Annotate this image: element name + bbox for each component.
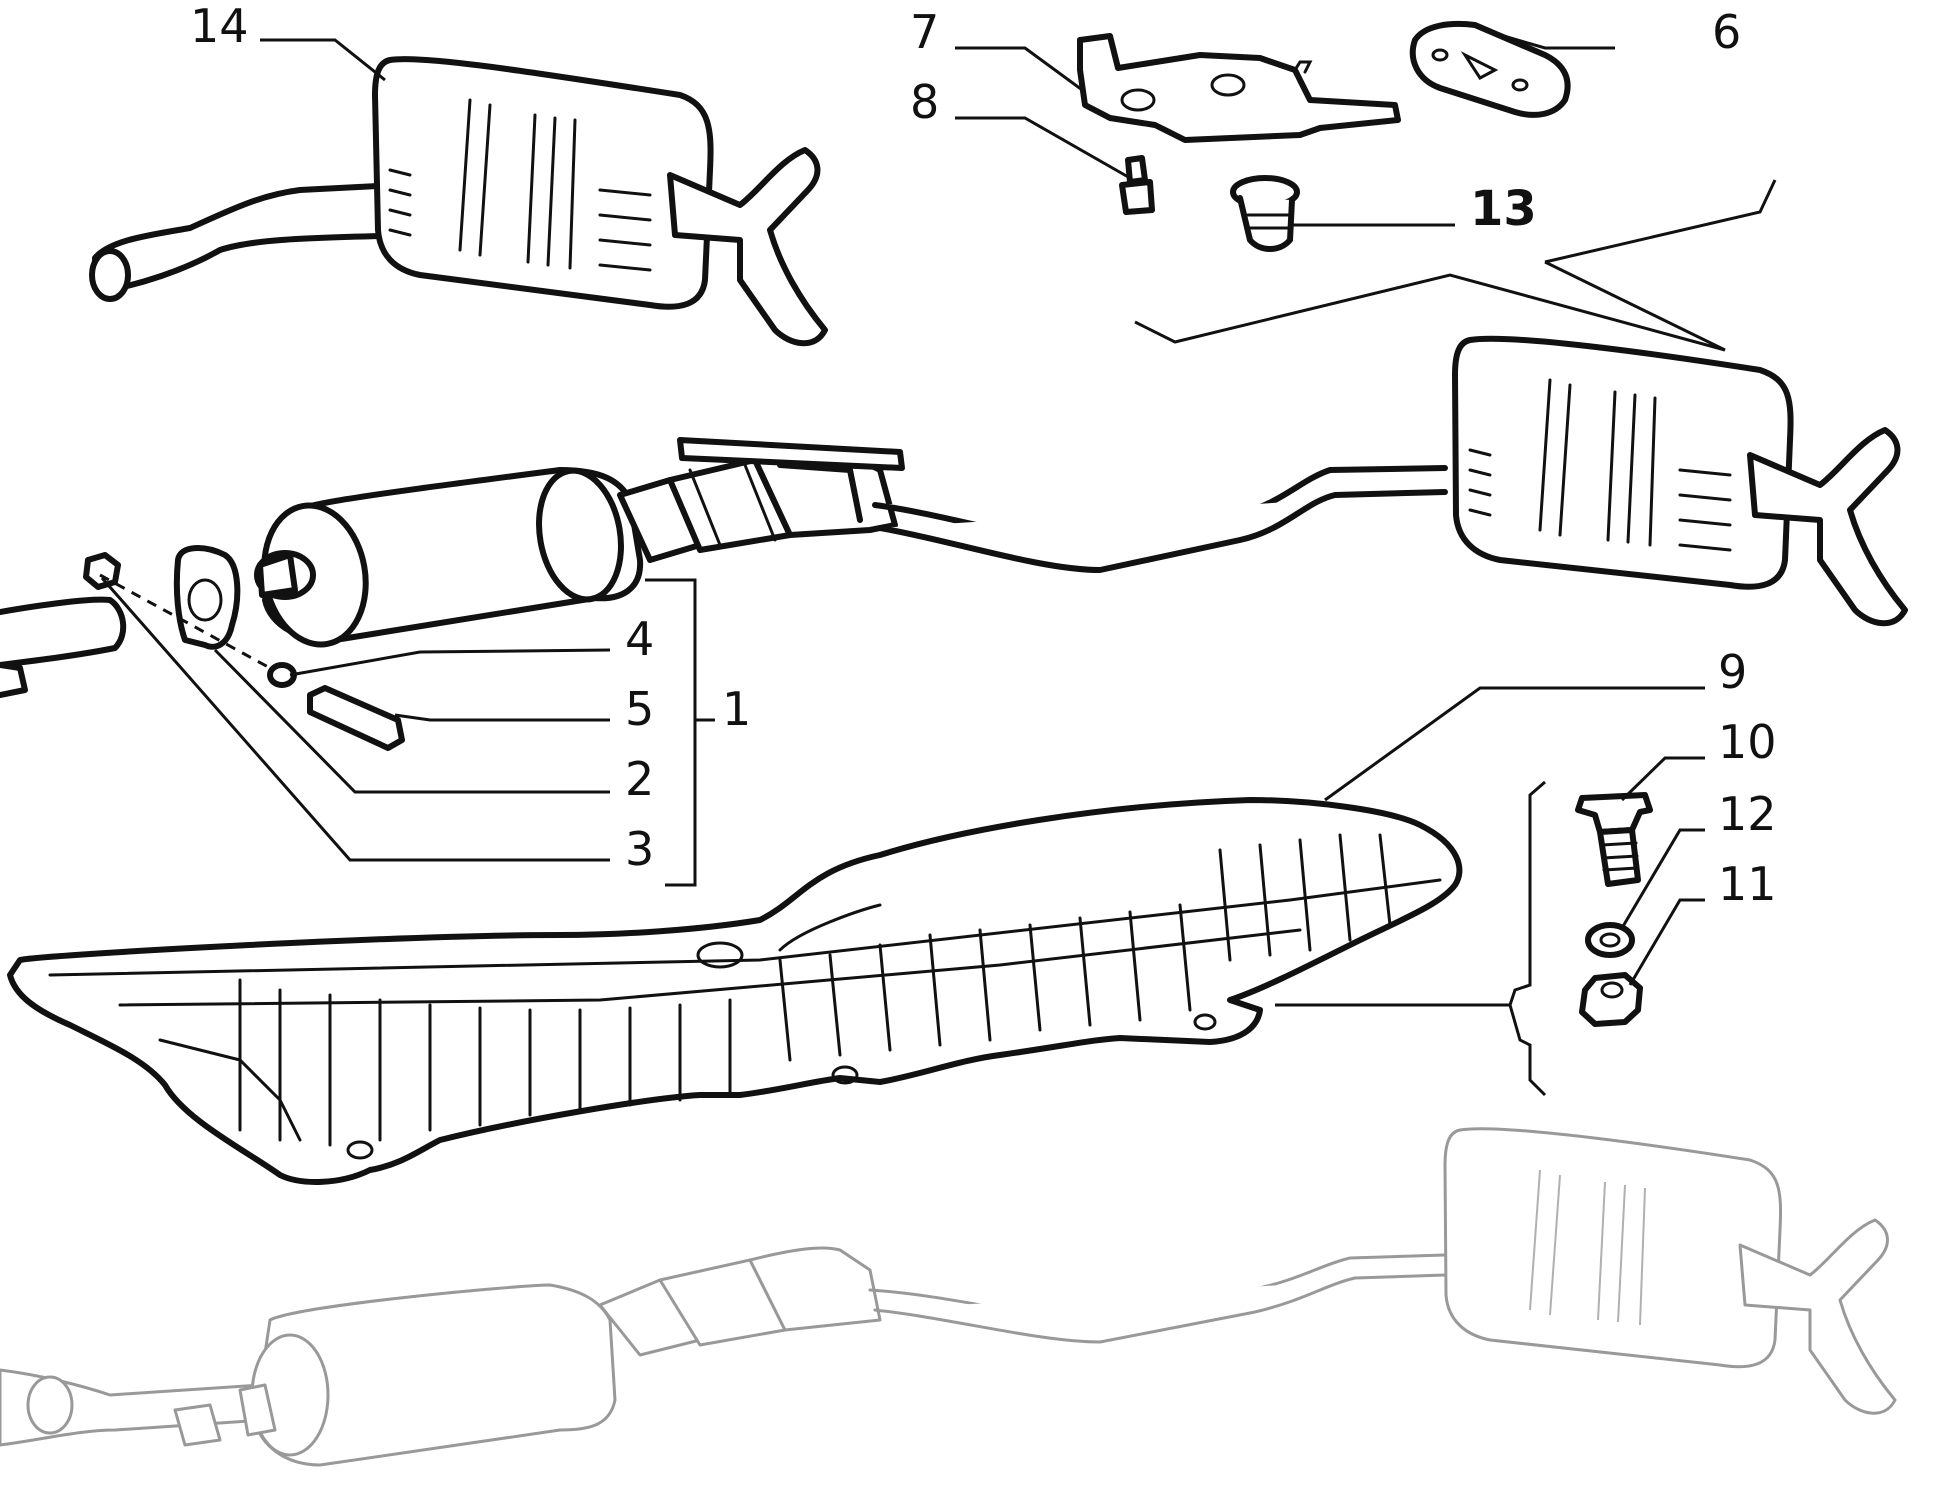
leader-1-bracket — [645, 578, 697, 887]
callout-10: 10 — [1718, 715, 1777, 769]
callout-7: 7 — [910, 5, 939, 59]
part-8-bolt — [1119, 155, 1155, 215]
part-3-nut — [83, 552, 121, 590]
part-5-bolt — [307, 685, 405, 751]
part-14-rear-silencer — [89, 56, 828, 347]
leader-14 — [260, 38, 386, 82]
part-7-bracket — [1077, 33, 1401, 143]
callout-13: 13 — [1470, 181, 1537, 237]
callout-3: 3 — [625, 822, 654, 876]
leader-2 — [213, 648, 610, 794]
callout-12: 12 — [1718, 787, 1777, 841]
leader-6 — [1489, 30, 1615, 50]
leader-8 — [955, 116, 1131, 180]
leader-3 — [100, 577, 610, 862]
part-6-rubber-mount — [1409, 20, 1571, 118]
leader-lines — [100, 30, 1705, 986]
callout-8: 8 — [910, 75, 939, 129]
main-exhaust-assembly — [254, 335, 1908, 648]
callout-5: 5 — [625, 682, 654, 736]
leader-9 — [1324, 686, 1705, 802]
callout-6: 6 — [1712, 5, 1741, 59]
ghost-installed-assembly — [0, 1127, 1897, 1467]
callout-9: 9 — [1718, 645, 1747, 699]
clamp-hardware — [0, 545, 405, 751]
part-2-clamp — [173, 545, 241, 650]
part-9-heat-shield — [7, 797, 1463, 1185]
part-13-clip — [1230, 175, 1300, 252]
part-10-clip-bolt — [1575, 792, 1653, 835]
callout-4: 4 — [625, 612, 654, 666]
leader-4 — [289, 648, 611, 677]
part-12-washer — [1585, 922, 1635, 958]
heat-shield-fasteners — [1275, 780, 1653, 1097]
callout-11: 11 — [1718, 857, 1777, 911]
callout-14: 14 — [190, 0, 249, 53]
leader-12 — [1620, 828, 1705, 929]
upper-assembly-breakline — [1134, 179, 1777, 352]
part-11-nut — [1579, 972, 1643, 1027]
leader-10 — [1620, 756, 1705, 802]
leader-5 — [394, 713, 610, 722]
leader-11 — [1628, 898, 1705, 986]
callout-1: 1 — [722, 682, 751, 736]
leader-7 — [955, 46, 1086, 94]
callout-2: 2 — [625, 752, 654, 806]
callout-labels: 14 7 6 8 13 4 5 1 2 3 9 10 12 11 — [190, 0, 1777, 911]
